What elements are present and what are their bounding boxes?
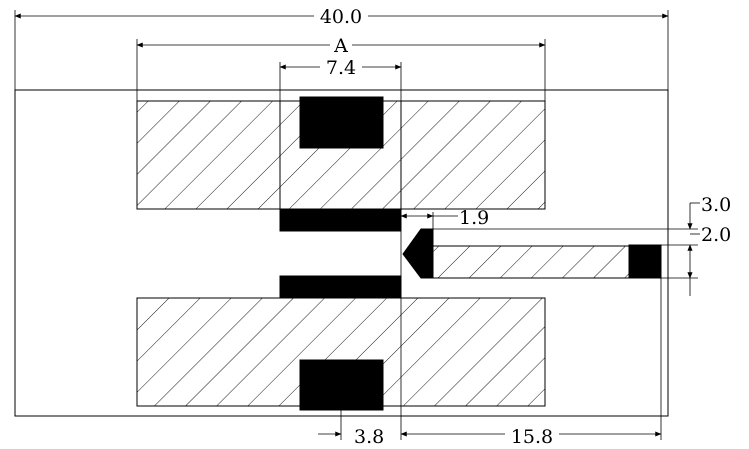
probe-length-label: 15.8 [511,426,553,448]
top-magnet [299,96,384,149]
outer-frame [14,89,669,417]
height-label: 2.0 [701,224,731,246]
gap-label: 1.9 [459,207,489,229]
overall-width-label: 40.0 [320,6,362,28]
probe-body [432,245,630,279]
probe-tip [402,228,434,279]
bottom-magnet [299,359,384,411]
bottom-pole-bar [279,275,402,299]
center-width-label: 7.4 [326,57,356,79]
top-pole-bar [279,208,402,232]
slot-width-label: A [333,35,348,57]
bottom-left-label: 3.8 [354,426,384,448]
offset-label: 3.0 [701,194,731,216]
probe-end-block [628,244,662,279]
